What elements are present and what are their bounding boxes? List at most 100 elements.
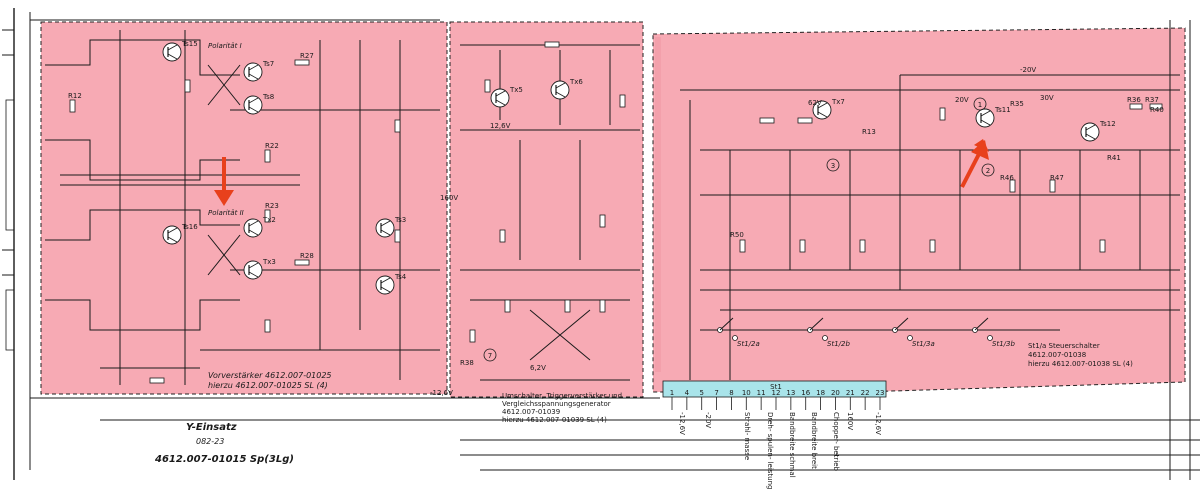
transistor-label: Ts8 [262,93,274,101]
switch-label: St1/2a [737,340,760,348]
trigger-caption: Umschalter, Triggerverstärker und [502,392,622,400]
connector-pin: 13 [786,389,795,397]
resistor-label: R35 [1010,100,1024,108]
transistor-label: Ts12 [1099,120,1116,128]
switch-st1-2a [717,317,738,341]
resistor-label: R23 [265,202,279,210]
module-control [653,28,1185,392]
connector-pin: 21 [846,389,855,397]
trigger-caption-2: Vergleichsspannungsgenerator [502,400,611,408]
transistor-label: Tx7 [831,98,845,106]
connector-bottom-label: Dreh- spulen- leistung [766,412,774,489]
control-caption-2: 4612.007-01038 [1028,351,1086,359]
connector-pin: 18 [816,389,825,397]
resistor-label: R13 [862,128,876,136]
transistor: Tx6 [550,78,583,100]
polarity-switch-2 [207,234,241,276]
circled-number-text: 1 [978,101,982,109]
transistor: Ts15 [162,40,198,62]
transistor-label: Ts16 [181,223,198,231]
transistor: Tx3 [243,258,276,280]
module-trigger [450,22,643,397]
control-caption-3: hierzu 4612.007-01038 SL (4) [1028,360,1133,368]
connector-pin: 1 [670,389,674,397]
switch-label: St1/3b [992,340,1015,348]
resistor-label: R47 [1050,174,1064,182]
connector-bottom-label: Bandbreite schmal [788,412,796,478]
switch-label: St1/3a [912,340,935,348]
transistor: Ts16 [162,223,198,245]
transistor: Ts3 [375,216,406,238]
arrow-transistor [960,139,989,188]
connector-pin: 8 [729,389,733,397]
title-code: 082-23 [196,437,224,446]
module-control-extension [655,37,661,372]
voltage-label: 160V [440,194,458,202]
connector-pin: 20 [831,389,840,397]
circled-number-text: 2 [986,167,990,175]
preamp-caption: Vorverstärker 4612.007-01025 [208,371,332,380]
switch-label: St1/2b [827,340,850,348]
arrow-polarity [214,157,234,206]
resistor-label: R36 [1127,96,1141,104]
resistor-label: R46 [1000,174,1014,182]
voltage-label: 12,6V [490,122,511,130]
transistor-label: Tx5 [509,86,523,94]
connector-bottom-label: -12,6V [678,412,686,435]
voltage-label: 20V [955,96,969,104]
polarity-label: Polarität II [208,209,244,217]
connector-bottom-label: -12,6V [874,412,882,435]
transistor: Ts11 [975,106,1011,128]
switch-st1-3b [972,317,993,341]
voltage-label: 30V [1040,94,1054,102]
transistor: Ts8 [243,93,274,115]
transistor-label: Ts7 [262,60,274,68]
circled-number: 1 [973,97,987,111]
transistor-label: Ts15 [181,40,198,48]
transistor-label: Tx3 [262,258,276,266]
title-name: Y-Einsatz [186,422,237,433]
circled-number-text: 7 [488,352,492,360]
circled-number: 3 [826,158,840,172]
connector-pin: 10 [742,389,751,397]
trigger-caption-4: hierzu 4612.007-01039 SL (4) [502,416,607,424]
resistor-label: R12 [68,92,82,100]
transistor: Tx7 [812,98,845,120]
connector-bottom-label: Chopper- betrieb [832,412,840,472]
transistor: Ts7 [243,60,274,82]
voltage-label: -20V [1020,66,1036,74]
polarity-label: Polarität I [208,42,242,50]
connector-pin: 7 [714,389,718,397]
connector-pin: 12 [772,389,781,397]
resistor-label: R27 [300,52,314,60]
transistor: Tx5 [490,86,523,108]
connector-pin: 22 [861,389,870,397]
connector-pin: 23 [876,389,885,397]
switch-st1-2b [807,317,828,341]
module-preamp [41,22,447,394]
transistor: Tx2 [243,216,276,238]
resistor-label: R37 [1145,96,1159,104]
connector-pin: 16 [801,389,810,397]
connector-bottom-label: Bandbreite breit [810,412,818,469]
connector-pin: 5 [699,389,703,397]
transistor: Ts12 [1080,120,1116,142]
transistor-label: Ts3 [394,216,406,224]
transistor-label: Ts4 [394,273,407,281]
connector-title: St1 [770,383,782,391]
resistor-label: R40 [1150,106,1164,114]
circled-number: 7 [483,348,497,362]
polarity-switch-1 [207,64,241,106]
circled-number: 2 [981,163,995,177]
resistor-label: R22 [265,142,279,150]
connector-pin: 11 [757,389,766,397]
voltage-label: 62V [808,99,822,107]
connector-bottom-label: -20V [704,412,712,428]
resistor-label: R38 [460,359,474,367]
transistor-label: Tx6 [569,78,583,86]
